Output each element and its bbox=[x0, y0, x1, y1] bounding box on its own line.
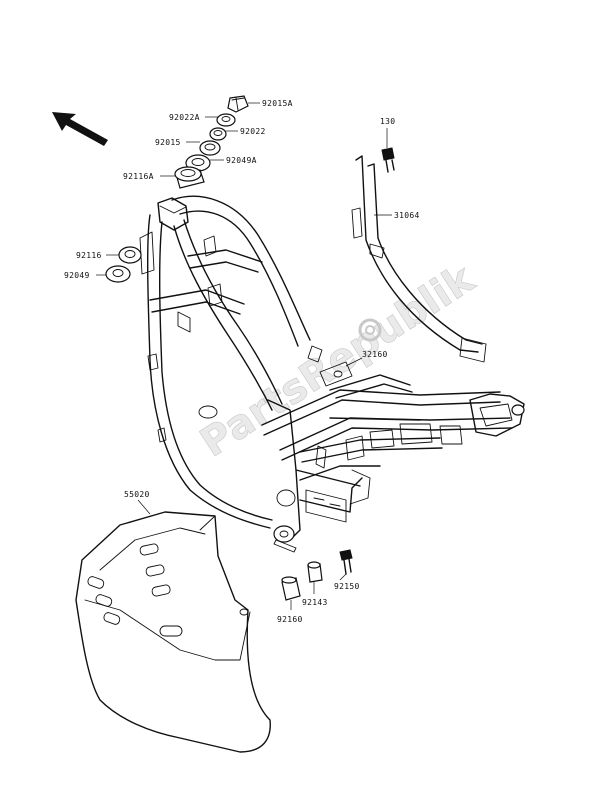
callout-31064[interactable]: 31064 bbox=[374, 211, 420, 220]
callout-92049[interactable]: 92049 bbox=[64, 271, 106, 280]
part-number-label: 92116A bbox=[123, 172, 154, 181]
part-number-label: 92022 bbox=[240, 127, 266, 136]
skid-plate-55020 bbox=[75, 511, 271, 753]
part-number-label: 92160 bbox=[277, 615, 303, 624]
watermark-gear-icon bbox=[358, 318, 382, 342]
lower-mount-parts bbox=[281, 549, 353, 601]
part-number-label: 92049A bbox=[226, 156, 257, 165]
frame-assembly bbox=[139, 195, 525, 553]
part-number-label: 55020 bbox=[124, 490, 150, 499]
part-number-label: 92143 bbox=[302, 598, 328, 607]
callout-32160[interactable]: 32160 bbox=[345, 350, 388, 367]
part-number-label: 92015A bbox=[262, 99, 293, 108]
part-number-label: 31064 bbox=[394, 211, 420, 220]
part-number-label: 32160 bbox=[362, 350, 388, 359]
part-number-label: 92116 bbox=[76, 251, 102, 260]
front-direction-arrow-icon bbox=[52, 112, 108, 146]
rear-loop-31064 bbox=[351, 155, 487, 363]
steering-bearing-stack bbox=[105, 95, 249, 283]
callout-92116[interactable]: 92116 bbox=[76, 251, 119, 260]
bolt-130 bbox=[381, 147, 395, 173]
callout-92049A[interactable]: 92049A bbox=[210, 156, 257, 165]
callout-92143[interactable]: 92143 bbox=[302, 582, 328, 607]
part-number-label: 92049 bbox=[64, 271, 90, 280]
callout-92150[interactable]: 92150 bbox=[334, 573, 360, 591]
callout-55020[interactable]: 55020 bbox=[124, 490, 151, 515]
part-number-label: 92150 bbox=[334, 582, 360, 591]
part-number-label: 92022A bbox=[169, 113, 200, 122]
part-number-label: 130 bbox=[380, 117, 395, 126]
part-number-label: 92015 bbox=[155, 138, 181, 147]
callout-92160[interactable]: 92160 bbox=[277, 600, 303, 624]
callout-92022A[interactable]: 92022A bbox=[169, 113, 218, 122]
callout-92015A[interactable]: 92015A bbox=[248, 99, 293, 108]
callout-130[interactable]: 130 bbox=[380, 117, 395, 148]
callout-92022[interactable]: 92022 bbox=[226, 127, 266, 136]
callout-92116A[interactable]: 92116A bbox=[123, 172, 176, 181]
callout-92015[interactable]: 92015 bbox=[155, 138, 200, 147]
